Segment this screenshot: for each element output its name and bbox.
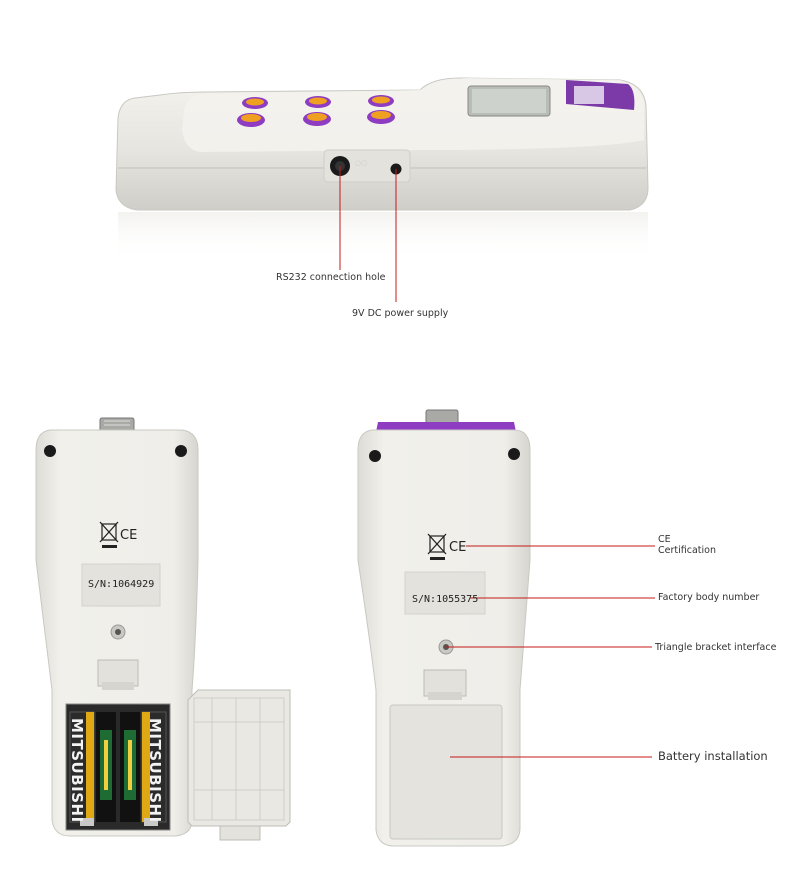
ce-weee-mark: CE <box>427 533 466 560</box>
ce-label-line2: Certification <box>658 545 716 556</box>
probe-connector <box>425 409 459 425</box>
battery-latch[interactable] <box>423 669 467 697</box>
rs232-label: RS232 connection hole <box>276 272 386 283</box>
ce-weee-mark: CE <box>99 521 137 548</box>
svg-text:CE: CE <box>449 540 466 555</box>
left-serial-number: S/N:1064929 <box>88 579 155 590</box>
ce-label-line1: CE <box>658 534 671 545</box>
keypad <box>237 95 395 127</box>
battery-lid-open[interactable] <box>187 689 291 841</box>
factory-number-label: Factory body number <box>658 592 760 603</box>
tripod-interface-label: Triangle bracket interface <box>655 642 777 653</box>
screw-hole <box>508 448 520 460</box>
lcd-inner <box>472 89 546 113</box>
device-reflection <box>118 212 648 262</box>
battery-right-inner <box>120 712 140 822</box>
serial-plate <box>81 563 161 607</box>
svg-text:◌◌: ◌◌ <box>355 159 367 167</box>
screw-hole <box>44 445 56 457</box>
dc-power-label: 9V DC power supply <box>352 308 449 319</box>
battery-cover[interactable] <box>389 704 503 840</box>
screw-hole <box>369 450 381 462</box>
screw-hole <box>175 445 187 457</box>
svg-text:CE: CE <box>120 528 137 543</box>
battery-left-inner <box>96 712 116 822</box>
battery-installation-label: Battery installation <box>658 749 768 763</box>
right-serial-number: S/N:1055375 <box>412 594 479 605</box>
brand-label-inner <box>574 86 604 104</box>
serial-plate <box>404 571 486 615</box>
battery-right-outer <box>141 711 167 823</box>
battery-left-outer <box>69 711 95 823</box>
